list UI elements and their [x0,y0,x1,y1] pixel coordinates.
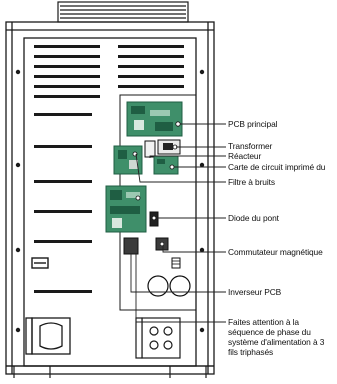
pipe-connection-left [26,318,70,354]
label-transformer: Transformer [228,141,272,151]
label-pcb-principal: PCB principal [228,119,277,129]
bridge-diode [150,212,158,226]
magnetic-switch [124,238,180,268]
label-carte-circuit: Carte de circuit imprimé du [228,162,325,172]
label-diode-pont: Diode du pont [228,213,279,223]
pcb-principal [127,102,182,136]
top-grille [58,2,188,22]
label-inverseur: Inverseur PCB [228,287,281,297]
label-commutateur: Commutateur magnétique [228,247,323,257]
base-stand [6,366,214,378]
label-phase-note: Faites attention à la séquence de phase … [228,317,328,357]
transformer [145,140,180,157]
label-reacteur: Réacteur [228,151,261,161]
inverter-pcb [106,186,146,232]
label-filtre-bruits: Filtre à bruits [228,177,275,187]
power-inlet [136,318,180,358]
capacitors [148,276,190,296]
noise-filter [114,146,142,174]
circuit-board-small [154,156,178,174]
terminal-block [32,258,48,268]
